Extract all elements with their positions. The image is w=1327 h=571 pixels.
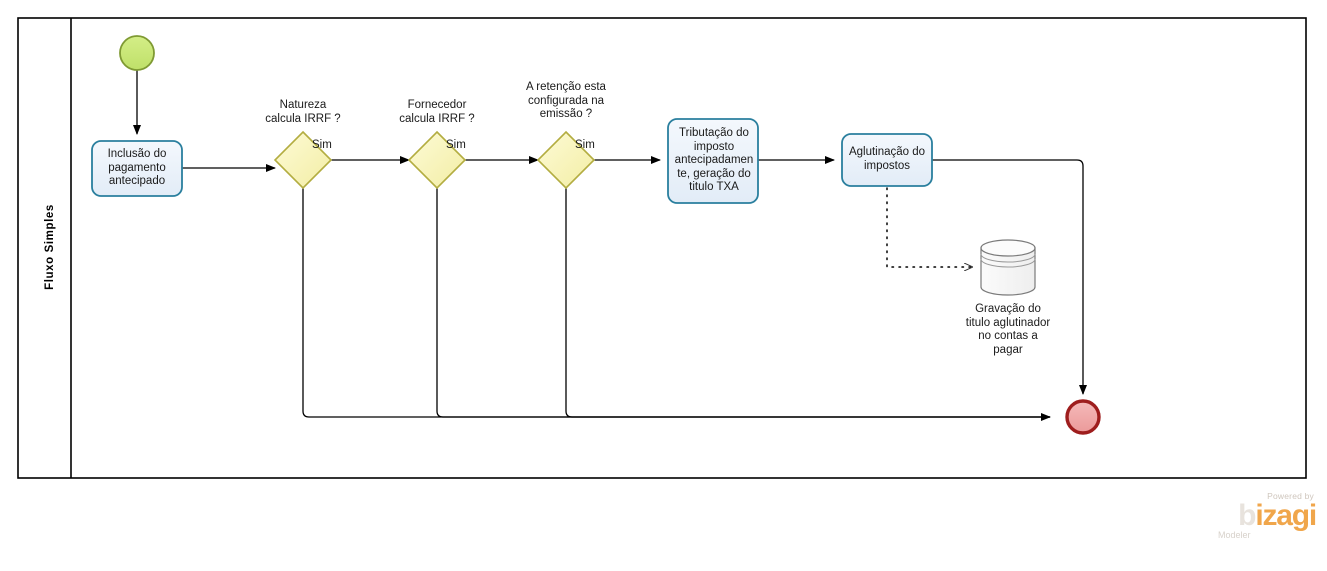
bizagi-logo: Powered by bizagi Modeler xyxy=(1212,491,1317,554)
sequence-flows xyxy=(133,70,1087,421)
flow-aglutinacao-to-end xyxy=(932,159,1087,395)
gateway-retencao-configurada-emissao[interactable] xyxy=(536,130,596,190)
task-tributacao-imposto-antecipadamente[interactable] xyxy=(667,118,759,204)
end-event-node[interactable] xyxy=(1065,399,1101,435)
flow-fornecedor-nao xyxy=(436,188,1050,418)
task-inclusao-pagamento-antecipado[interactable] xyxy=(91,140,183,197)
logo-wordmark-prefix: b xyxy=(1238,498,1256,532)
start-event-node[interactable] xyxy=(119,35,155,71)
association-aglutinacao-to-datastore xyxy=(886,187,972,267)
logo-powered-by-text: Powered by xyxy=(1267,491,1314,501)
lane-title-fluxo-simples: Fluxo Simples xyxy=(44,204,56,290)
flow-retencao-nao xyxy=(565,188,1050,418)
pool-frame xyxy=(17,17,1307,479)
task-aglutinacao-impostos[interactable] xyxy=(841,133,933,187)
gateway-fornecedor-calcula-irrf[interactable] xyxy=(407,130,467,190)
logo-wordmark: bizagi xyxy=(1212,498,1317,532)
logo-wordmark-rest: izagi xyxy=(1255,498,1317,532)
association-flows xyxy=(886,187,972,267)
gateway-natureza-calcula-irrf[interactable] xyxy=(273,130,333,190)
data-store-gravacao-titulo-aglutinador[interactable] xyxy=(980,239,1036,296)
flow-natureza-nao xyxy=(302,188,1051,421)
logo-product-name: Modeler xyxy=(1218,530,1251,540)
